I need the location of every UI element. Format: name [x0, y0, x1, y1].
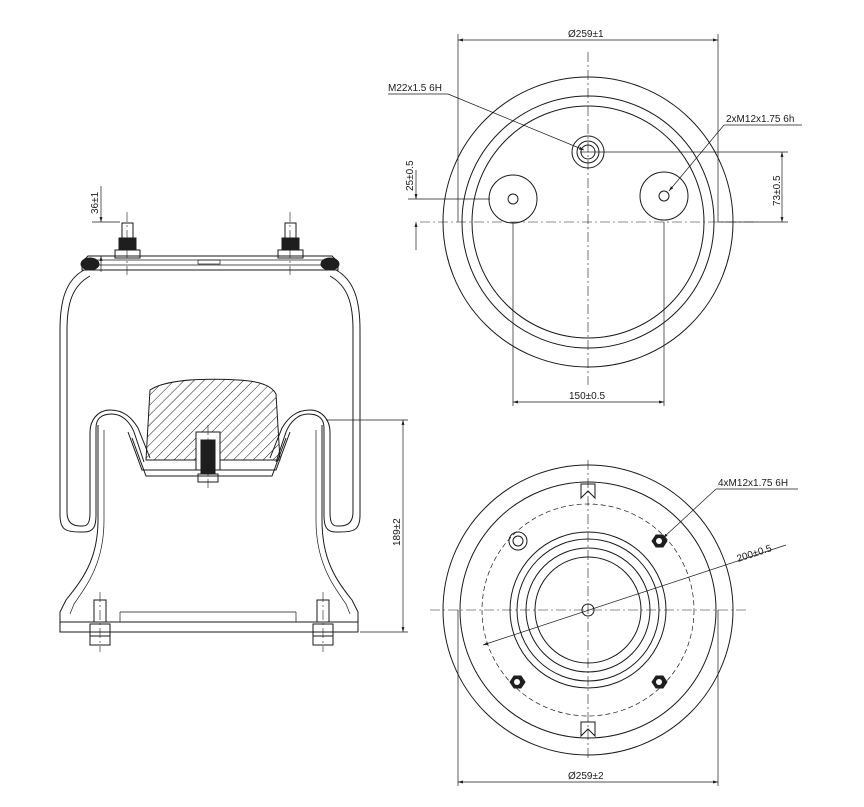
bottom-diameter-label: Ø259±2	[568, 771, 604, 782]
bottom-stud-right	[312, 592, 334, 652]
top-view: Ø259±1 M22x1.5 6H 2xM12x1.75 6h 25±0.5 7…	[388, 29, 802, 406]
stud-spacing-label: 150±0.5	[569, 391, 606, 402]
bellows-right-outer	[275, 269, 361, 533]
offset-left-label: 25±0.5	[405, 160, 416, 191]
offset-right-label: 73±0.5	[772, 175, 783, 206]
side-view: 36±1 189±2	[59, 186, 408, 652]
top-stud-right-circle	[639, 171, 689, 221]
top-plate-vent	[197, 259, 221, 265]
top-studs-label: 2xM12x1.75 6h	[726, 114, 794, 125]
left-crimp-bead	[80, 257, 100, 271]
bellows-right-inner	[269, 275, 354, 527]
bottom-bolts-label: 4xM12x1.75 6H	[718, 478, 788, 489]
bellows-left-outer	[59, 269, 145, 533]
top-diameter-label: Ø259±1	[568, 29, 604, 40]
bottom-bolt-se	[651, 675, 668, 689]
bottom-view: 4xM12x1.75 6H 200±0.5 Ø259±2	[430, 460, 798, 786]
bottom-bolt-sw	[509, 675, 526, 689]
bottom-stud-left	[89, 592, 111, 652]
top-stud-left	[114, 222, 141, 259]
right-crimp-bead	[320, 257, 340, 271]
body-height-label: 189±2	[392, 518, 403, 546]
stud-height-label: 36±1	[90, 191, 101, 214]
bellows-left-inner	[66, 275, 151, 527]
top-stud-left-circle	[488, 174, 538, 224]
piston-body	[59, 425, 359, 633]
bumper-stop	[145, 378, 281, 461]
bolt-circle-label: 200±0.5	[736, 543, 774, 565]
center-thread-label: M22x1.5 6H	[388, 83, 442, 94]
bottom-bolt-nw	[508, 531, 528, 551]
top-stud-right	[277, 222, 304, 259]
